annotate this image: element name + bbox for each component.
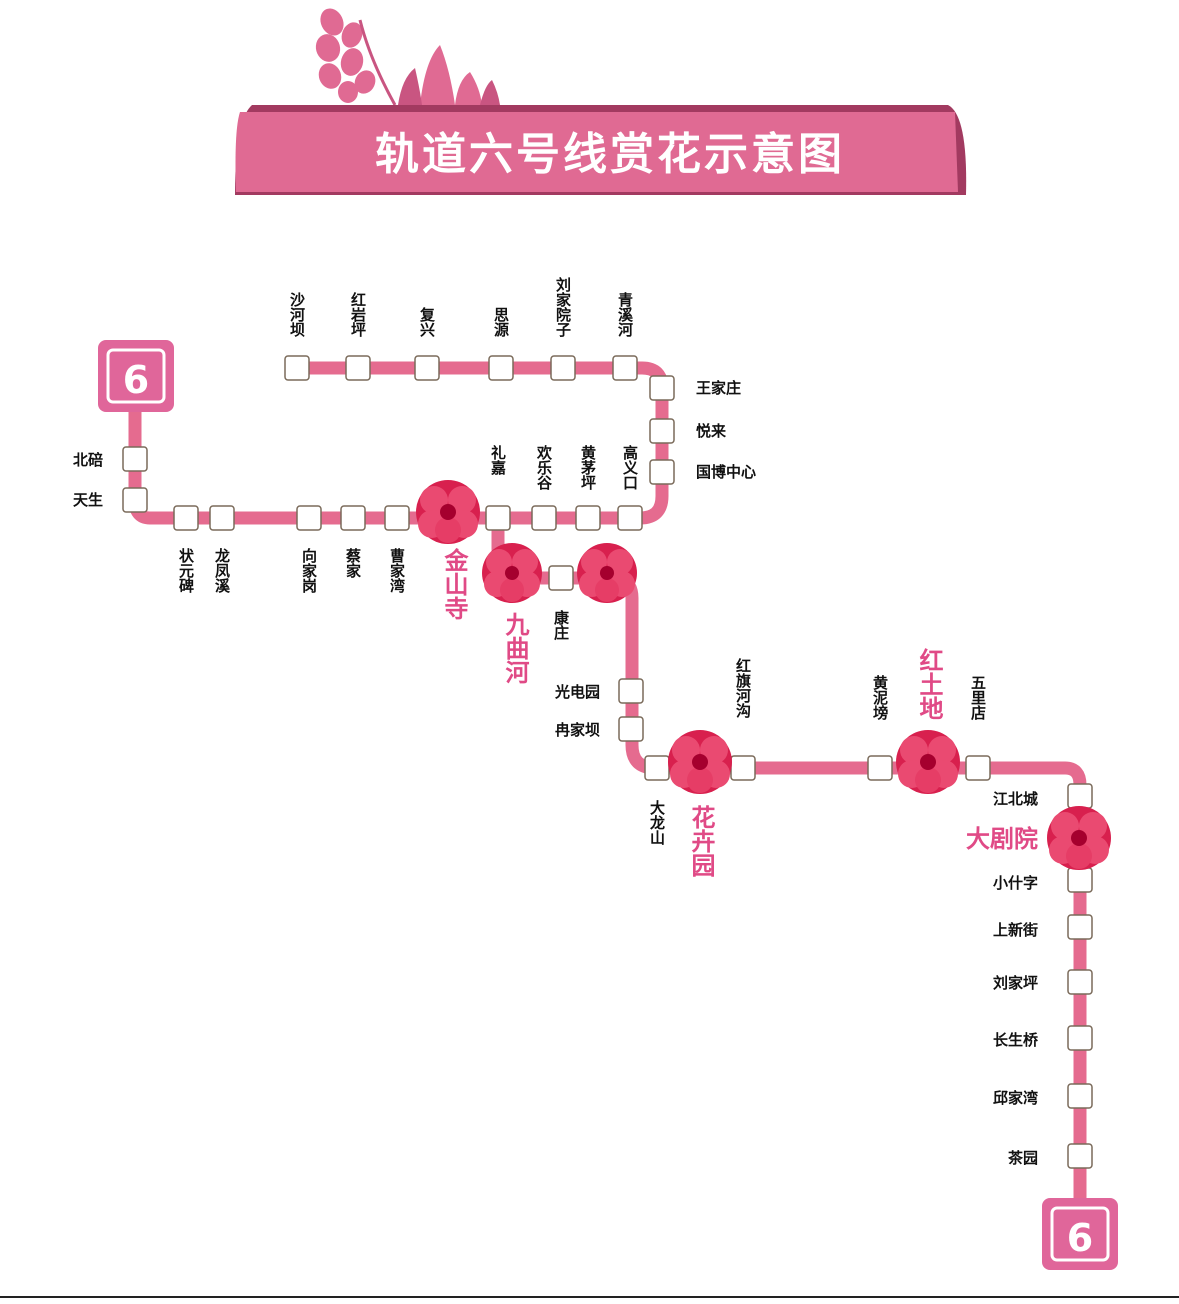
station-label: 黄泥塝	[871, 674, 889, 721]
flower-spot-label: 九曲河	[501, 612, 530, 684]
flower-icon	[482, 543, 542, 603]
station-label: 五里店	[969, 675, 987, 721]
line-badge-bottom: 6	[1042, 1198, 1118, 1270]
station-marker[interactable]	[340, 505, 366, 531]
station-label: 康庄	[552, 609, 570, 641]
flower-spot-labels: 金山寺 九曲河 花卉园 红土地 大剧院	[440, 547, 1038, 877]
station-marker[interactable]	[384, 505, 410, 531]
flower-markers	[416, 480, 1111, 870]
station-marker[interactable]	[1067, 1083, 1093, 1109]
station-marker[interactable]	[414, 355, 440, 381]
station-marker[interactable]	[531, 505, 557, 531]
station-label: 北碚	[73, 451, 103, 469]
station-labels: 沙河坝 红岩坪 复兴 思源 刘家院子 青溪河 王家庄 悦来 国博中心 高义口 黄…	[73, 276, 1039, 1167]
station-marker[interactable]	[644, 755, 670, 781]
station-label: 江北城	[993, 790, 1038, 808]
station-marker[interactable]	[296, 505, 322, 531]
station-label: 状元碑	[177, 547, 195, 594]
flower-spot-label: 红土地	[915, 647, 943, 720]
station-label: 冉家坝	[555, 721, 600, 739]
station-marker[interactable]	[209, 505, 235, 531]
station-marker[interactable]	[867, 755, 893, 781]
station-marker[interactable]	[1067, 1143, 1093, 1169]
line-badge-top: 6	[98, 340, 174, 412]
station-label: 光电园	[554, 683, 600, 701]
station-marker[interactable]	[1067, 783, 1093, 809]
station-label: 黄茅坪	[579, 444, 597, 491]
station-marker[interactable]	[612, 355, 638, 381]
station-marker[interactable]	[649, 459, 675, 485]
station-marker[interactable]	[548, 565, 574, 591]
line-badge-top-number: 6	[123, 358, 149, 402]
station-label: 红旗河沟	[734, 657, 752, 719]
flower-spot-label: 金山寺	[440, 547, 469, 620]
station-label: 复兴	[418, 306, 436, 338]
station-marker[interactable]	[730, 755, 756, 781]
station-label: 向家岗	[300, 547, 318, 594]
station-label: 天生	[73, 491, 103, 509]
flower-spot-label: 花卉园	[687, 805, 715, 877]
station-marker[interactable]	[122, 446, 148, 472]
station-label: 大龙山	[648, 799, 666, 846]
station-label: 欢乐谷	[535, 444, 553, 491]
station-label: 高义口	[621, 444, 639, 490]
flower-icon	[416, 480, 480, 544]
station-marker[interactable]	[618, 678, 644, 704]
station-marker[interactable]	[284, 355, 310, 381]
flower-icon	[668, 730, 732, 794]
station-label: 曹家湾	[388, 547, 406, 594]
flower-spot-label: 大剧院	[966, 825, 1038, 853]
station-marker[interactable]	[1067, 969, 1093, 995]
station-marker[interactable]	[649, 418, 675, 444]
station-marker[interactable]	[1067, 1025, 1093, 1051]
station-marker[interactable]	[1067, 867, 1093, 893]
station-label: 上新街	[993, 921, 1038, 939]
station-label: 悦来	[696, 422, 727, 440]
station-marker[interactable]	[1067, 914, 1093, 940]
title-banner	[235, 105, 967, 195]
station-marker[interactable]	[965, 755, 991, 781]
station-label: 王家庄	[696, 379, 741, 397]
station-label: 刘家坪	[993, 974, 1038, 992]
station-label: 红岩坪	[349, 291, 367, 338]
station-label: 礼嘉	[489, 444, 507, 476]
station-marker[interactable]	[345, 355, 371, 381]
bottom-divider	[0, 1296, 1179, 1298]
station-label: 沙河坝	[288, 292, 306, 338]
station-label: 思源	[492, 307, 510, 338]
station-label: 茶园	[1008, 1149, 1038, 1167]
flower-icon	[1047, 806, 1111, 870]
station-marker[interactable]	[122, 487, 148, 513]
station-marker[interactable]	[575, 505, 601, 531]
station-label: 长生桥	[993, 1031, 1039, 1049]
station-marker[interactable]	[617, 505, 643, 531]
flower-icon	[896, 730, 960, 794]
station-label: 小什字	[993, 874, 1038, 892]
station-label: 青溪河	[616, 291, 634, 338]
station-marker[interactable]	[488, 355, 514, 381]
station-label: 国博中心	[696, 463, 756, 481]
station-label: 邱家湾	[993, 1089, 1038, 1107]
station-marker[interactable]	[649, 375, 675, 401]
station-marker[interactable]	[173, 505, 199, 531]
flower-icon	[577, 543, 637, 603]
station-markers	[122, 355, 1093, 1169]
page-title: 轨道六号线赏花示意图	[375, 129, 845, 180]
station-marker[interactable]	[618, 716, 644, 742]
station-marker[interactable]	[550, 355, 576, 381]
station-label: 龙凤溪	[213, 547, 231, 594]
station-marker[interactable]	[485, 505, 511, 531]
station-label: 蔡家	[344, 547, 362, 579]
station-label: 刘家院子	[554, 276, 572, 338]
line-badge-bottom-number: 6	[1067, 1216, 1093, 1260]
banner-decoration	[315, 8, 500, 106]
